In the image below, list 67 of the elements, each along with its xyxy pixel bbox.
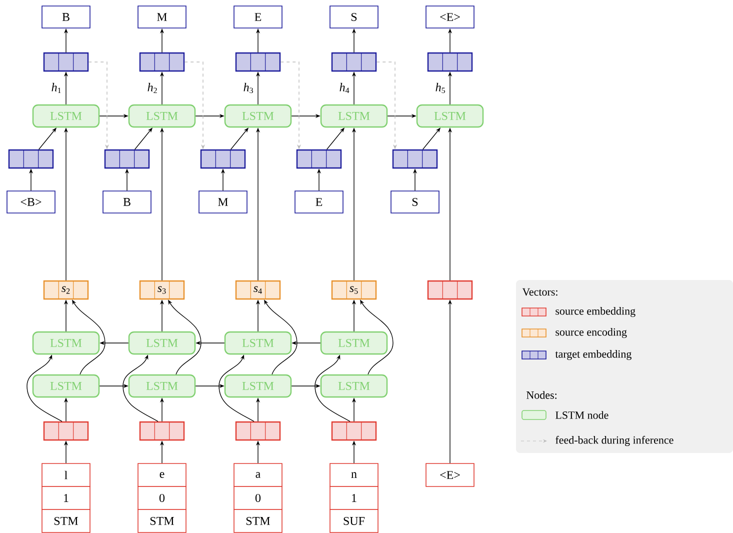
lstm-box: LSTM <box>224 374 292 398</box>
source-embedding-vector <box>139 421 185 441</box>
target-embedding-vector <box>427 52 473 72</box>
lstm-box: LSTM <box>320 104 388 128</box>
lstm-box: LSTM <box>32 374 100 398</box>
lstm-box: LSTM <box>32 331 100 355</box>
legend-heading: Vectors: <box>522 288 558 296</box>
source-embedding-vector <box>235 421 281 441</box>
source-encoding-vector: s$_{3}$ <box>139 280 185 300</box>
lstm-box: LSTM <box>416 104 484 128</box>
target-embedding-vector <box>8 149 54 169</box>
input-token-box: B <box>102 190 152 214</box>
source-token-box: n <box>330 463 378 487</box>
source-token-box: 1 <box>42 486 90 510</box>
source-token-box: 1 <box>330 486 378 510</box>
source-embedding-vector <box>427 280 473 300</box>
input-token-box: <B> <box>6 190 56 214</box>
source-encoding-vector: s$_{2}$ <box>43 280 89 300</box>
edge-label: h$_{2}$ <box>146 82 159 94</box>
source-token-box: a <box>234 463 282 487</box>
lstm-box: LSTM <box>224 104 292 128</box>
target-embedding-vector <box>200 149 246 169</box>
source-token-box: 0 <box>138 486 186 510</box>
lstm-box: LSTM <box>320 331 388 355</box>
lstm-box: LSTM <box>320 374 388 398</box>
legend-label: target embedding <box>555 350 632 360</box>
target-embedding-vector <box>331 52 377 72</box>
lstm-box: LSTM <box>32 104 100 128</box>
edge-label: h$_{3}$ <box>242 82 255 94</box>
lstm-box: LSTM <box>128 104 196 128</box>
legend-label: source encoding <box>556 328 627 338</box>
source-token-box: l <box>42 463 90 487</box>
source-token-box: STM <box>42 509 90 533</box>
source-token-box: SUF <box>330 509 378 533</box>
source-token-box: e <box>138 463 186 487</box>
source-token-box: <E> <box>426 463 474 487</box>
target-embedding-vector <box>104 149 150 169</box>
legend-label: source embedding <box>556 307 636 317</box>
target-embedding-vector <box>43 52 89 72</box>
source-encoding-vector: s$_{5}$ <box>331 280 377 300</box>
source-encoding-vector: s$_{4}$ <box>235 280 281 300</box>
input-token-box: S <box>390 190 440 214</box>
legend-label: LSTM node <box>556 411 608 419</box>
output-token-box: <E> <box>426 6 474 28</box>
edge-label: h$_{1}$ <box>50 82 63 94</box>
edge-label: h$_{5}$ <box>434 82 447 94</box>
output-token-box: M <box>138 6 186 28</box>
legend-label: feed-back during inference <box>556 436 674 446</box>
source-token-box: STM <box>234 509 282 533</box>
target-embedding-vector <box>392 149 438 169</box>
legend-heading: Nodes: <box>526 391 556 399</box>
edge-label: h$_{4}$ <box>338 82 351 94</box>
output-token-box: S <box>330 6 378 28</box>
lstm-box: LSTM <box>224 331 292 355</box>
source-embedding-vector <box>43 421 89 441</box>
input-token-box: M <box>198 190 248 214</box>
target-embedding-vector <box>296 149 342 169</box>
source-token-box: 0 <box>234 486 282 510</box>
source-embedding-vector <box>331 421 377 441</box>
output-token-box: B <box>42 6 90 28</box>
source-token-box: STM <box>138 509 186 533</box>
lstm-box: LSTM <box>128 374 196 398</box>
output-token-box: E <box>234 6 282 28</box>
target-embedding-vector <box>235 52 281 72</box>
lstm-box: LSTM <box>128 331 196 355</box>
target-embedding-vector <box>139 52 185 72</box>
input-token-box: E <box>294 190 344 214</box>
